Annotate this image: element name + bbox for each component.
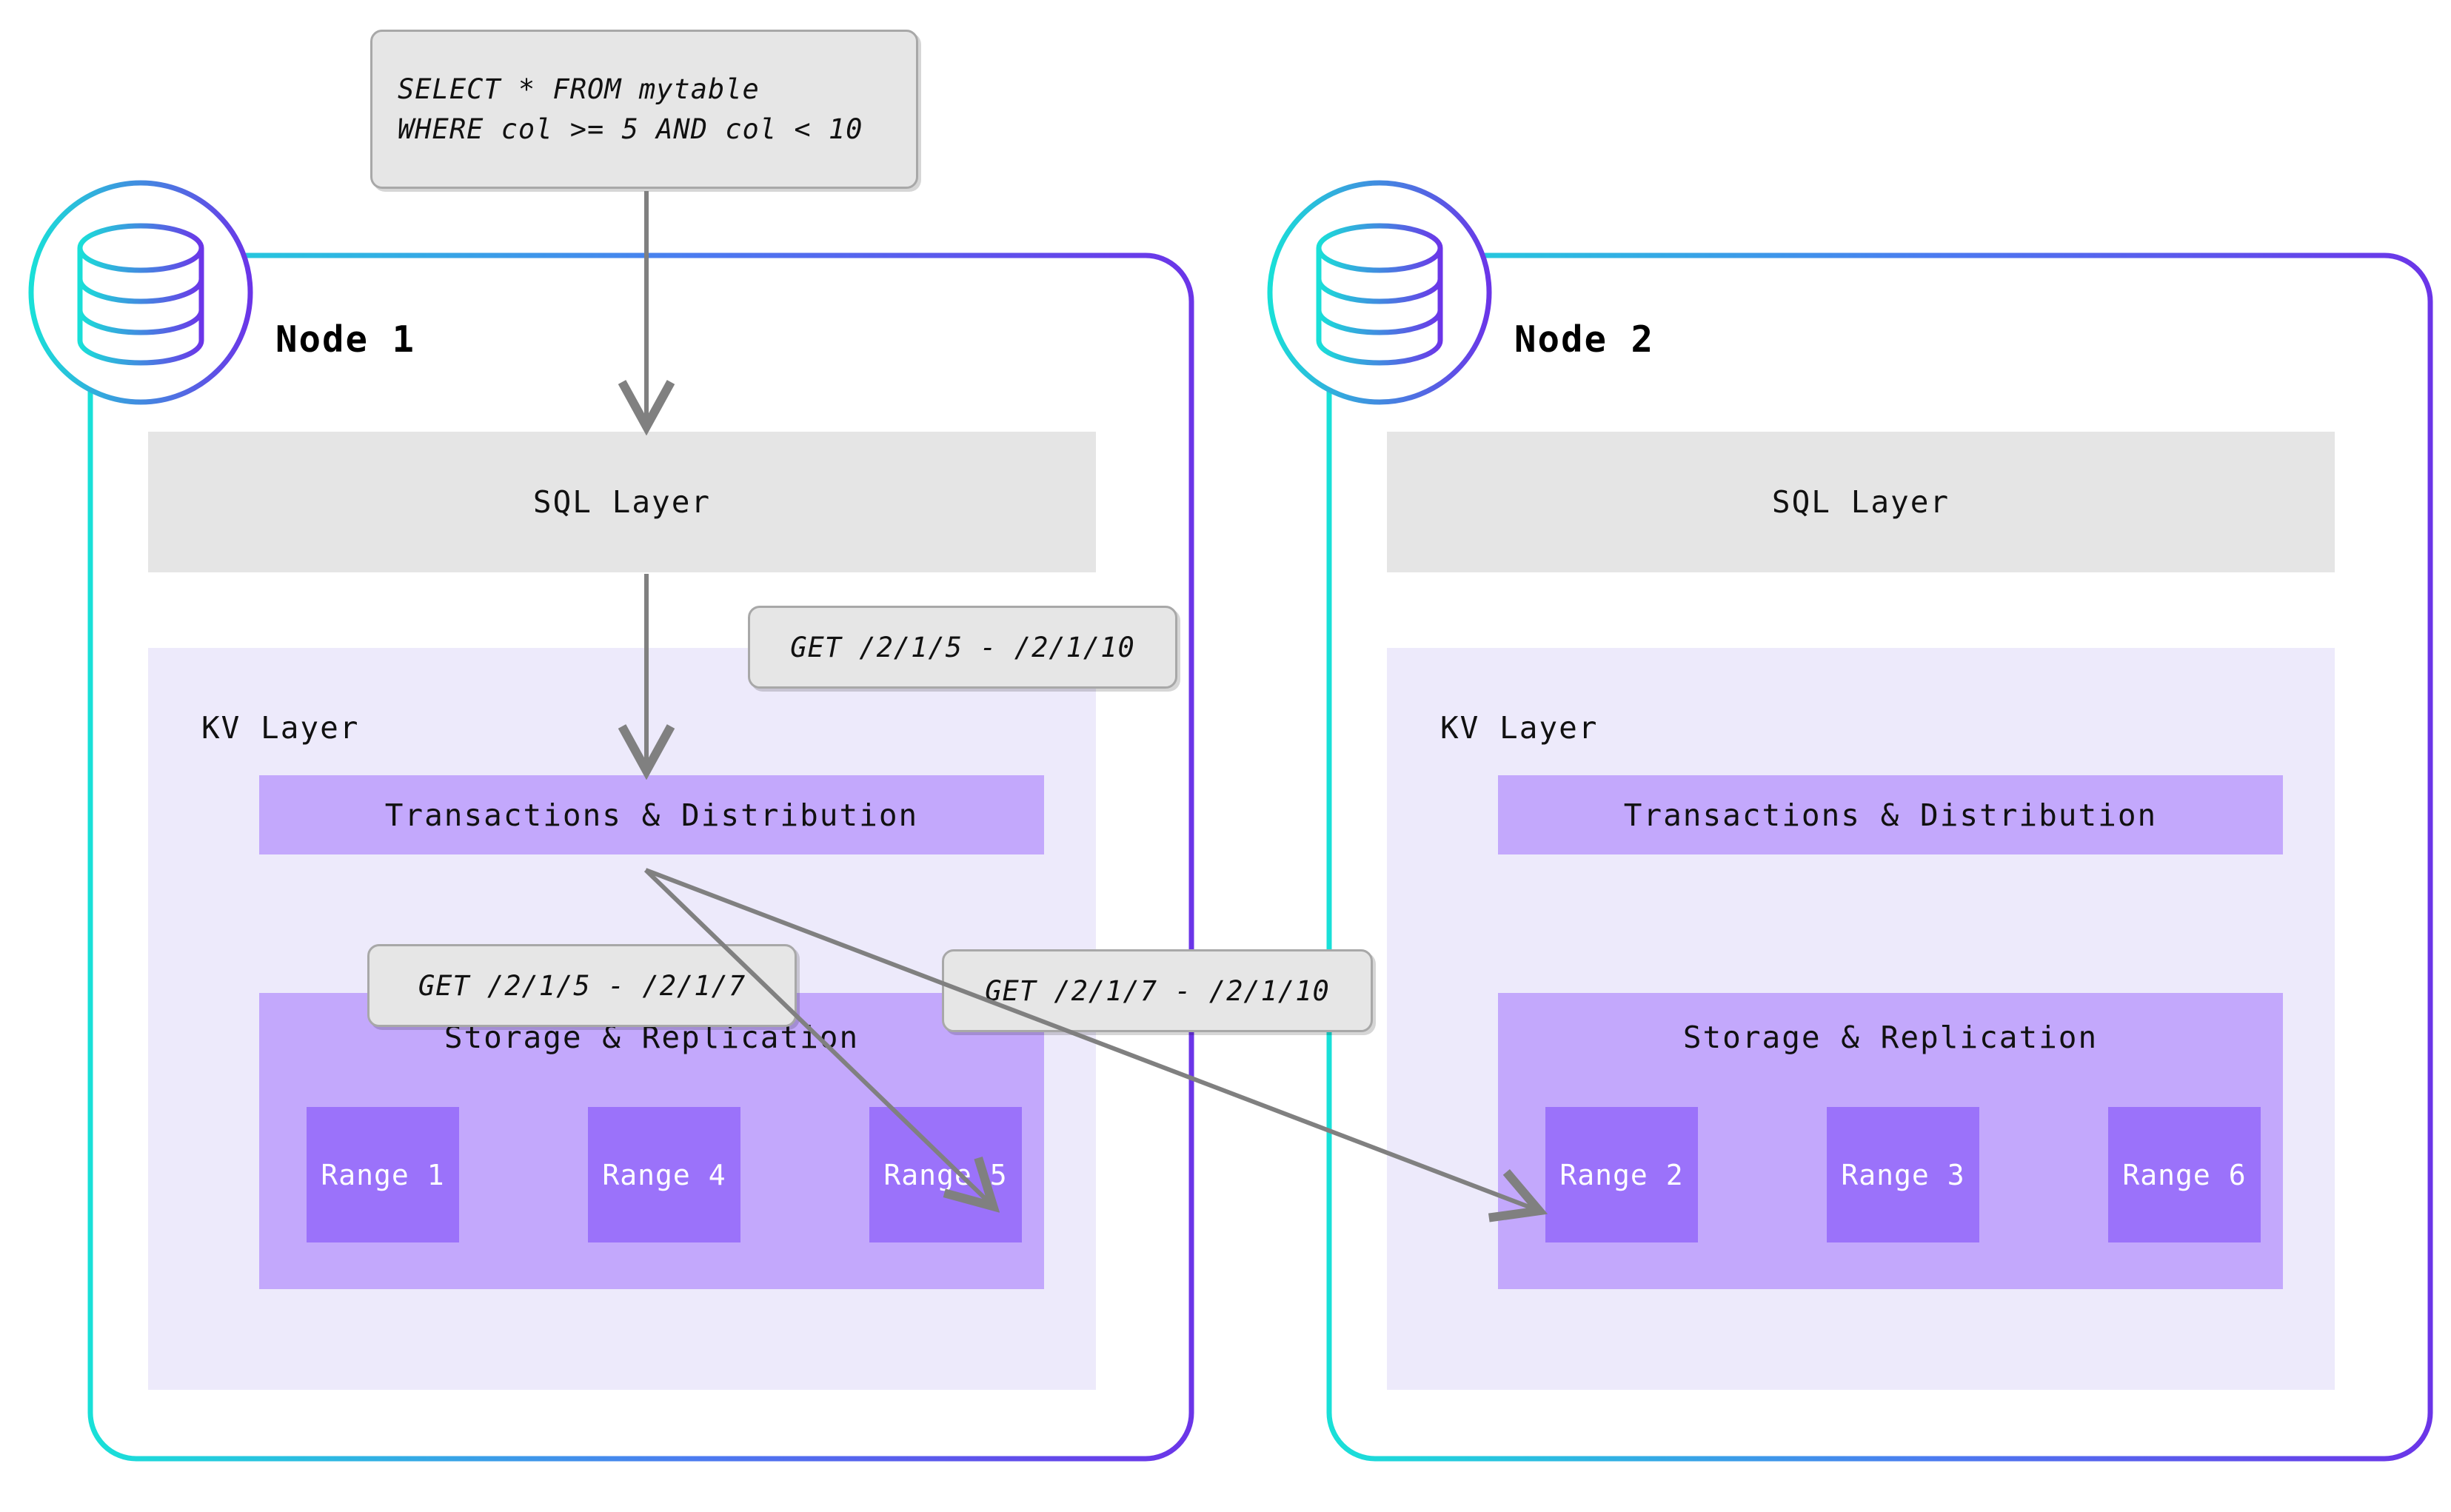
node-2-transactions-label: Transactions & Distribution — [1623, 797, 2158, 833]
node-2-title: Node 2 — [1514, 318, 1655, 361]
node-2-kv-layer: KV Layer Transactions & Distribution Sto… — [1387, 648, 2335, 1390]
node-1-range-1-label: Range 4 — [602, 1158, 726, 1191]
node-2-sql-layer-label: SQL Layer — [1771, 484, 1950, 520]
node-1-frame — [87, 252, 1194, 1462]
callout-range-5-request[interactable]: GET /2/1/5 - /2/1/7 — [367, 944, 797, 1027]
node-2-range-2[interactable]: Range 6 — [2108, 1107, 2261, 1242]
node-1-sql-layer-label: SQL Layer — [532, 484, 712, 520]
sql-query-line-1: SELECT * FROM mytable — [398, 73, 760, 105]
node-1-kv-layer-label: KV Layer — [201, 710, 360, 746]
node-2-transactions-bar[interactable]: Transactions & Distribution — [1498, 775, 2283, 854]
node-1-transactions-label: Transactions & Distribution — [384, 797, 919, 833]
node-1-title: Node 1 — [275, 318, 416, 361]
node-2-range-2-label: Range 6 — [2122, 1158, 2247, 1191]
node-1-range-1[interactable]: Range 4 — [588, 1107, 740, 1242]
node-1-range-2[interactable]: Range 5 — [869, 1107, 1022, 1242]
node-1-range-0[interactable]: Range 1 — [307, 1107, 459, 1242]
node-2-sql-layer[interactable]: SQL Layer — [1387, 432, 2335, 572]
node-2-frame — [1326, 252, 2433, 1462]
node-2-kv-layer-label: KV Layer — [1440, 710, 1599, 746]
node-1-transactions-bar[interactable]: Transactions & Distribution — [259, 775, 1044, 854]
node-2-range-1[interactable]: Range 3 — [1827, 1107, 1979, 1242]
callout-kv-request[interactable]: GET /2/1/5 - /2/1/10 — [748, 606, 1177, 689]
node-1-range-0-label: Range 1 — [321, 1158, 445, 1191]
node-2-storage-label: Storage & Replication — [1682, 1020, 2099, 1055]
node-1-range-2-label: Range 5 — [883, 1158, 1008, 1191]
node-1-sql-layer[interactable]: SQL Layer — [148, 432, 1096, 572]
sql-query-box[interactable]: SELECT * FROM mytable WHERE col >= 5 AND… — [370, 30, 918, 189]
callout-range-5-request-label: GET /2/1/5 - /2/1/7 — [418, 969, 746, 1002]
node-2-range-0[interactable]: Range 2 — [1545, 1107, 1698, 1242]
node-2-storage-panel: Storage & Replication Range 2 Range 3 Ra… — [1498, 993, 2283, 1289]
sql-query-line-2: WHERE col >= 5 AND col < 10 — [398, 113, 863, 145]
node-1: Node 1 SQL Layer KV Layer Transactions &… — [90, 255, 1191, 1459]
node-2-range-1-label: Range 3 — [1841, 1158, 1965, 1191]
node-2: Node 2 SQL Layer KV Layer Transactions &… — [1329, 255, 2430, 1459]
callout-kv-request-label: GET /2/1/5 - /2/1/10 — [790, 631, 1135, 663]
node-1-storage-panel: Storage & Replication Range 1 Range 4 Ra… — [259, 993, 1044, 1289]
callout-range-2-request-label: GET /2/1/7 - /2/1/10 — [985, 974, 1330, 1007]
callout-range-2-request[interactable]: GET /2/1/7 - /2/1/10 — [942, 949, 1373, 1032]
node-2-range-0-label: Range 2 — [1559, 1158, 1684, 1191]
